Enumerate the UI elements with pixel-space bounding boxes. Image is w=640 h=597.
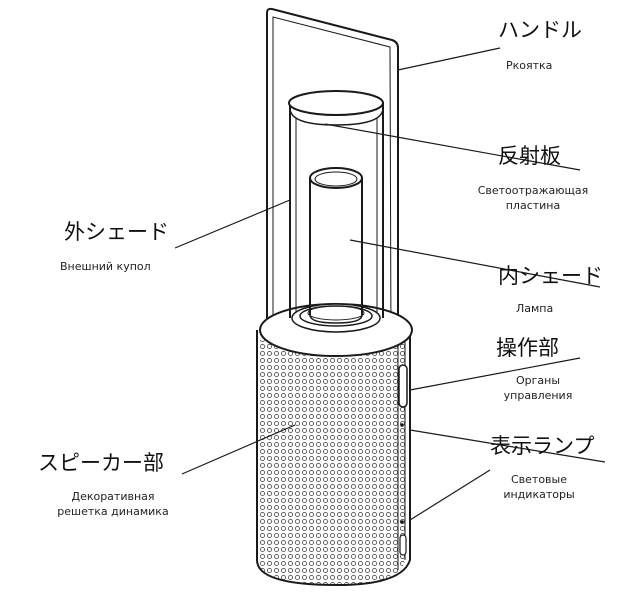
handle-shape	[266, 7, 399, 346]
indicators-label-jp: 表示ランプ	[490, 434, 595, 458]
reflector-label-ru: Светоотражающая пластина	[477, 184, 589, 212]
outer-shade-label-jp: 外シェード	[64, 220, 169, 244]
speaker-body	[256, 303, 413, 587]
controls-label-ru: Органы управления	[503, 374, 573, 402]
handle-label-ru: Ркоятка	[506, 59, 553, 72]
control-button-shape	[398, 364, 408, 408]
inner-shade-label-jp: 内シェード	[498, 264, 603, 288]
controls-label-jp: 操作部	[496, 336, 559, 360]
outer-shade-label-ru: Внешний купол	[60, 260, 151, 273]
inner-shade-shape	[309, 167, 363, 324]
outer-shade-shape	[288, 90, 384, 318]
inner-shade-label-ru: Лампа	[516, 302, 554, 315]
speaker-label-ru: Декоративная решетка динамика	[57, 490, 169, 518]
speaker-label-jp: スピーカー部	[38, 451, 164, 475]
leader-lines	[174, 47, 606, 521]
indicators-label-ru: Световые индикаторы	[503, 473, 575, 501]
indicator-light-shape	[400, 423, 404, 427]
handle-label-jp: ハンドル	[498, 18, 582, 42]
reflector-label-jp: 反射板	[498, 144, 561, 168]
